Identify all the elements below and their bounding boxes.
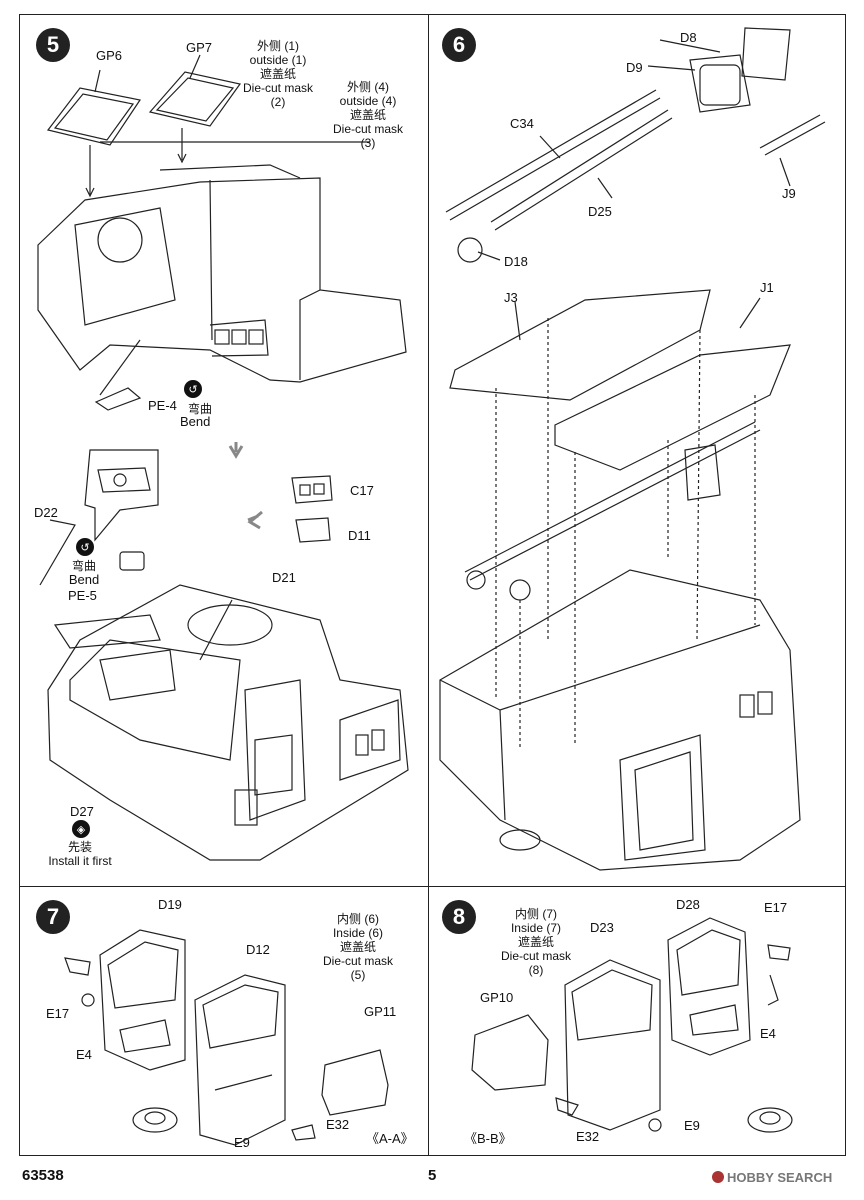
part-label-gp11: GP11 <box>364 1004 397 1019</box>
part-label-c34: C34 <box>510 116 534 131</box>
hull-rear-art <box>439 569 801 871</box>
page-number: 5 <box>428 1167 437 1184</box>
kit-number: 63538 <box>22 1167 64 1184</box>
part-label-gp6: GP6 <box>96 48 123 63</box>
part-label-e17: E17 <box>764 900 788 915</box>
part-gp6-art <box>46 87 141 146</box>
part-label-d27: D27 <box>70 804 94 819</box>
part-label-e17: E17 <box>46 1006 70 1021</box>
part-label-j3: J3 <box>504 290 518 305</box>
bend-note-en-1: Bend <box>180 414 211 429</box>
step-8-number: 8 <box>442 900 476 934</box>
part-label-d22: D22 <box>34 505 58 520</box>
step-7-number: 7 <box>36 900 70 934</box>
part-label-d11: D11 <box>348 528 371 543</box>
part-label-d8: D8 <box>680 30 697 45</box>
part-label-d28: D28 <box>676 897 700 912</box>
part-label-e9: E9 <box>684 1118 700 1133</box>
step-5-number: 5 <box>36 28 70 62</box>
door-d23-art <box>564 959 661 1131</box>
part-label-j1: J1 <box>760 280 774 295</box>
part-label-d25: D25 <box>588 204 612 219</box>
cab-upper-art <box>37 164 407 383</box>
hobby-search-logo-icon <box>712 1171 724 1183</box>
door-d19-art <box>99 929 186 1071</box>
part-label-d21: D21 <box>272 570 296 585</box>
part-label-j9: J9 <box>782 186 796 201</box>
part-gp7-art <box>148 71 242 127</box>
part-label-d19: D19 <box>158 897 182 912</box>
bend-icon: ↺ <box>184 380 202 398</box>
view-label-a-a: 《A-A》 <box>366 1131 414 1146</box>
watermark: HOBBY SEARCH <box>712 1170 832 1185</box>
part-label-e4: E4 <box>76 1047 92 1062</box>
cab-lower-art <box>47 584 409 861</box>
part-label-pe5: PE-5 <box>68 588 97 603</box>
part-label-e4: E4 <box>760 1026 776 1041</box>
part-label-d18: D18 <box>504 254 528 269</box>
part-label-gp10: GP10 <box>480 990 514 1005</box>
bend-icon: ↺ <box>76 538 94 556</box>
part-label-e32: E32 <box>326 1117 350 1132</box>
step-8-panel <box>428 886 846 1156</box>
install-first-icon: ◈ <box>72 820 90 838</box>
part-label-d12: D12 <box>246 942 270 957</box>
part-label-e32: E32 <box>576 1129 600 1144</box>
view-label-b-b: 《B-B》 <box>464 1131 512 1146</box>
door-d12-art <box>194 974 286 1146</box>
door-d28-art <box>667 917 751 1056</box>
part-label-d23: D23 <box>590 920 614 935</box>
step-6-number: 6 <box>442 28 476 62</box>
part-label-d9: D9 <box>626 60 643 75</box>
part-label-e9: E9 <box>234 1135 250 1150</box>
part-label-gp7: GP7 <box>186 40 213 55</box>
part-label-pe4: PE-4 <box>148 398 177 413</box>
bend-note-cn-1: 弯曲 <box>188 402 213 416</box>
part-label-c17: C17 <box>350 483 374 498</box>
transfer-case-art <box>689 27 791 113</box>
